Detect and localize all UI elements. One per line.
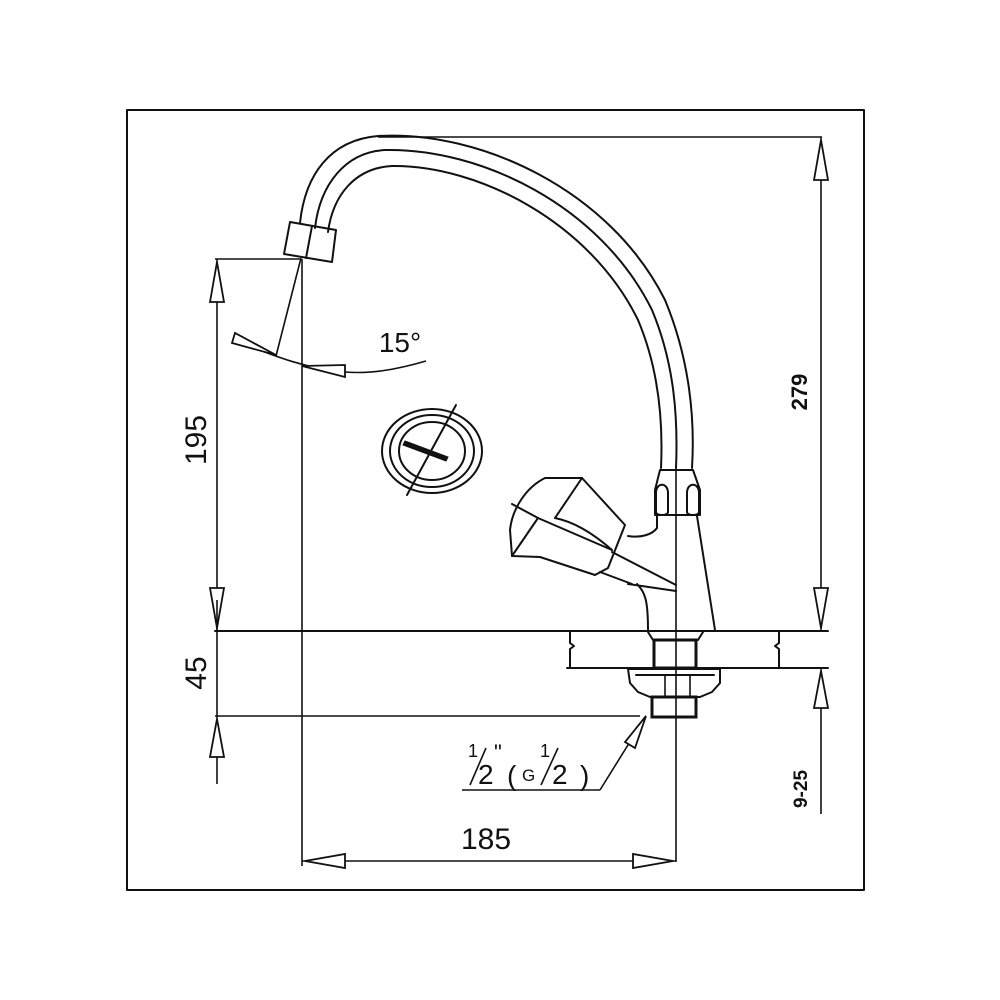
faucet-body	[627, 469, 716, 631]
mounting-shank	[627, 631, 721, 719]
thread-fraction-denominator: 2	[478, 759, 494, 790]
thread-g-denominator: 2	[552, 759, 568, 790]
countertop-section	[214, 630, 829, 669]
aerator-nozzle	[283, 221, 337, 263]
dimension-195-label: 195	[180, 415, 213, 465]
dimension-185-label: 185	[461, 823, 511, 856]
dimension-279-label: 279	[787, 374, 812, 411]
dimension-9-25-label: 9-25	[791, 770, 812, 808]
dimension-185: 185	[301, 259, 676, 870]
thread-g-label: G	[522, 766, 535, 785]
lever-handle	[509, 477, 677, 586]
thread-paren-open: (	[507, 760, 517, 791]
thread-inch-mark: "	[494, 740, 502, 765]
dimension-45: 45	[180, 600, 640, 784]
thread-size-callout: 1 2 " ( G 1 2 )	[462, 715, 647, 791]
thread-fraction-numerator: 1	[468, 741, 478, 761]
drawing-frame	[126, 109, 865, 891]
aerator-rosette-symbol	[381, 404, 483, 496]
dimension-9-25: 9-25	[791, 668, 830, 814]
thread-g-numerator: 1	[540, 741, 550, 761]
thread-paren-close: )	[580, 760, 589, 791]
swivel-angle-15: 15°	[230, 257, 427, 379]
swivel-angle-label: 15°	[379, 327, 421, 358]
dimension-195: 195	[180, 258, 300, 631]
dimension-279: 279	[378, 136, 830, 631]
spout	[299, 134, 694, 469]
dimension-45-label: 45	[180, 656, 213, 689]
